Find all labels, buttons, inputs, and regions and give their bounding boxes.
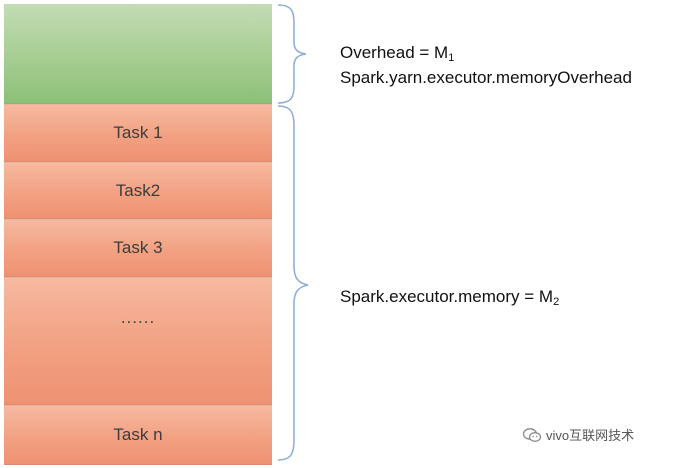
task-block-1: Task 1: [4, 104, 272, 162]
task-block-2: Task2: [4, 162, 272, 219]
overhead-block: [4, 4, 272, 104]
overhead-brace: [277, 4, 307, 104]
task-block-3: Task 3: [4, 219, 272, 277]
overhead-label: Overhead = M1 Spark.yarn.executor.memory…: [340, 40, 632, 90]
task-block-n: Task n: [4, 405, 272, 465]
overhead-formula-subscript: 1: [448, 52, 455, 64]
overhead-formula-text: Overhead = M: [340, 43, 449, 62]
overhead-formula: Overhead = M1: [340, 40, 632, 65]
watermark-text: vivo互联网技术: [546, 428, 635, 443]
executor-memory-formula-subscript: 2: [553, 296, 560, 308]
task-block-ellipsis: ......: [4, 277, 272, 405]
executor-memory-label: Spark.executor.memory = M2: [340, 284, 559, 309]
memory-brace: [277, 105, 309, 461]
executor-memory-formula-text: Spark.executor.memory = M: [340, 287, 554, 306]
watermark: vivo互联网技术: [522, 425, 634, 444]
wechat-official-account-icon: [522, 427, 542, 442]
overhead-config-key: Spark.yarn.executor.memoryOverhead: [340, 68, 632, 87]
